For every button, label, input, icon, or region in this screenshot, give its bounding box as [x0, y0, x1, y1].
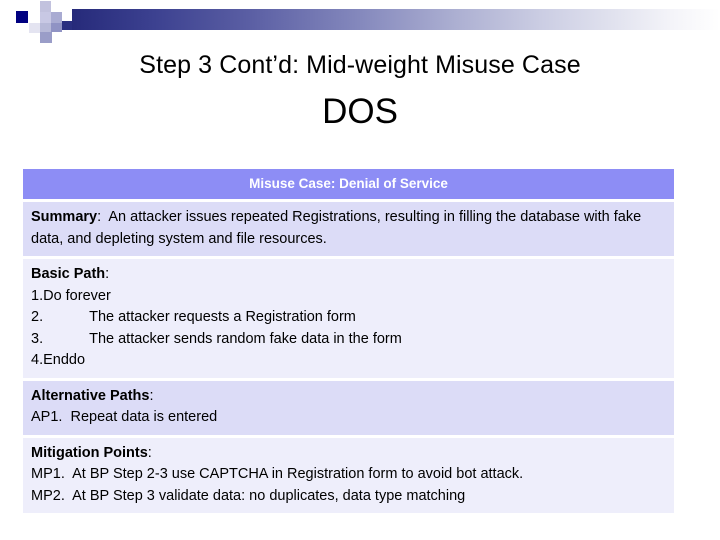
alternative-paths-cell: Alternative Paths: AP1. Repeat data is e… [23, 380, 674, 435]
checker-square [29, 23, 40, 33]
step-text: The attacker requests a Registration for… [89, 309, 356, 325]
header-gradient-bar [30, 9, 720, 30]
mitigation-points-heading: Mitigation Points: [31, 443, 666, 465]
mitigation-point-item: MP1. At BP Step 2-3 use CAPTCHA in Regis… [31, 466, 524, 482]
table-row: Alternative Paths: AP1. Repeat data is e… [23, 380, 674, 435]
row-divider [23, 377, 674, 381]
table-row: Summary: An attacker issues repeated Reg… [23, 202, 674, 256]
basic-path-step: 4.Enddo [31, 350, 666, 372]
step-number: 1. [31, 287, 44, 304]
checker-square [40, 1, 51, 12]
row-divider [23, 199, 674, 202]
row-divider-cell [23, 377, 674, 381]
basic-path-step: 3. The attacker sends random fake data in… [31, 329, 666, 351]
decorative-header-band [0, 0, 720, 43]
table-header-row: Misuse Case: Denial of Service [23, 169, 674, 199]
table-row: Mitigation Points: MP1. At BP Step 2-3 u… [23, 437, 674, 513]
checker-square [29, 12, 40, 23]
row-divider [23, 256, 674, 259]
basic-path-cell: Basic Path: 1.Do forever 2. The attacker … [23, 259, 674, 378]
checker-square [62, 9, 72, 21]
basic-path-step: 2. The attacker requests a Registration f… [31, 307, 666, 329]
checker-square [40, 12, 51, 23]
misuse-case-table: Misuse Case: Denial of Service Summary: … [23, 169, 674, 513]
checker-square [16, 11, 28, 23]
step-number: 3. [31, 330, 44, 347]
checker-square [40, 32, 52, 43]
page-subtitle: DOS [322, 92, 398, 131]
row-divider [23, 434, 674, 438]
checker-square [27, 5, 38, 16]
mitigation-points-cell: Mitigation Points: MP1. At BP Step 2-3 u… [23, 437, 674, 513]
basic-path-heading: Basic Path: [31, 264, 666, 286]
alternative-paths-label: Alternative Paths [31, 387, 150, 404]
checker-square [16, 5, 27, 16]
step-number: 4. [31, 352, 44, 368]
checker-square [51, 1, 62, 12]
summary-cell: Summary: An attacker issues repeated Reg… [23, 202, 674, 256]
page-title: Step 3 Cont’d: Mid-weight Misuse Case [139, 51, 581, 79]
alternative-paths-separator: : [149, 387, 154, 404]
checker-square [52, 32, 62, 43]
step-text: Do forever [43, 287, 111, 304]
checker-square [40, 23, 51, 33]
alternative-path-item: AP1. Repeat data is entered [31, 409, 218, 425]
basic-path-separator: : [105, 266, 110, 282]
mitigation-points-label: Mitigation Points [31, 444, 148, 461]
alternative-paths-heading: Alternative Paths: [31, 386, 666, 408]
basic-path-step: 1.Do forever [31, 286, 666, 308]
basic-path-label: Basic Path [31, 266, 106, 282]
summary-label: Summary [31, 209, 98, 225]
checker-square [51, 23, 62, 33]
summary-text: An attacker issues repeated Registration… [31, 209, 642, 247]
checker-square [62, 21, 72, 30]
step-number: 2. [31, 309, 44, 325]
row-divider-cell [23, 434, 674, 438]
summary-separator: : [97, 209, 102, 225]
step-text: Enddo [43, 352, 86, 368]
table-row: Basic Path: 1.Do forever 2. The attacker … [23, 259, 674, 378]
table-header-label: Misuse Case: Denial of Service [23, 169, 674, 199]
row-divider-cell [23, 199, 674, 202]
row-divider-cell [23, 256, 674, 259]
step-text: The attacker sends random fake data in t… [89, 330, 402, 347]
mitigation-points-separator: : [147, 444, 152, 461]
checker-square [51, 12, 62, 23]
mitigation-point-item: MP2. At BP Step 3 validate data: no dupl… [31, 487, 466, 504]
